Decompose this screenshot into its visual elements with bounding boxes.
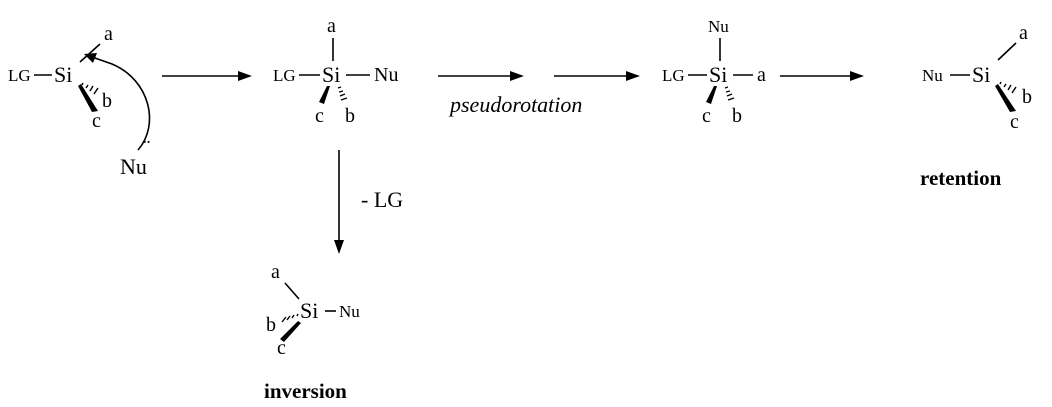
reactant-si-label: Si — [54, 62, 72, 87]
retention-hashed-bond-b — [999, 81, 1017, 94]
inversion-wedge-bond-c — [280, 321, 301, 342]
retention-caption: retention — [920, 166, 1002, 190]
intermediate-1-a-label: a — [327, 15, 336, 37]
inversion-si-label: Si — [300, 298, 318, 323]
inversion-a-label: a — [271, 261, 280, 283]
intermediate-2-c-label: c — [702, 105, 711, 127]
intermediate-1-molecule: LG Si Nu a c b — [273, 15, 398, 127]
nucleophile-label: Nu — [120, 154, 147, 179]
intermediate-2-molecule: LG Si a Nu c b — [662, 17, 766, 127]
intermediate-2-lg-label: LG — [662, 66, 685, 85]
intermediate-2-hashed-bond-b — [724, 86, 735, 101]
arrow-to-inversion — [334, 150, 344, 254]
reactant-b-label: b — [102, 90, 112, 112]
arrow-reactant-to-intermediate — [162, 71, 252, 81]
inversion-hashed-bond-b — [281, 313, 299, 323]
intermediate-2-a-label: a — [757, 64, 766, 86]
attack-curved-arrow — [91, 56, 151, 151]
reactant-molecule: LG Si a b c Nu ¨ — [8, 23, 150, 179]
intermediate-1-lg-label: LG — [273, 66, 296, 85]
intermediate-2-b-label: b — [732, 105, 742, 127]
reactant-wedge-bond-c — [78, 84, 98, 112]
intermediate-2-si-label: Si — [709, 62, 727, 87]
inversion-nu-label: Nu — [339, 302, 360, 321]
pseudorotation-arrow-1 — [438, 71, 524, 81]
reactant-a-label: a — [104, 23, 113, 45]
intermediate-1-c-label: c — [315, 105, 324, 127]
inversion-product-molecule: a Si Nu b c inversion — [264, 261, 360, 403]
retention-product-molecule: Nu Si a b c retention — [920, 22, 1032, 190]
arrow-to-retention — [780, 71, 864, 81]
intermediate-1-si-label: Si — [322, 62, 340, 87]
retention-b-label: b — [1022, 86, 1032, 108]
reactant-c-label: c — [92, 110, 101, 132]
inversion-a-bond — [284, 282, 300, 300]
minus-lg-label: - LG — [361, 187, 403, 212]
reactant-hashed-bond-b — [81, 82, 99, 95]
pseudorotation-arrow-2 — [554, 71, 640, 81]
reactant-a-bond — [79, 43, 101, 63]
inversion-caption: inversion — [264, 379, 347, 403]
intermediate-1-wedge-bond-c — [319, 86, 330, 104]
retention-a-bond — [997, 42, 1017, 61]
intermediate-2-wedge-bond-c — [706, 86, 717, 104]
intermediate-2-nu-label: Nu — [708, 17, 729, 36]
intermediate-1-b-label: b — [345, 105, 355, 127]
retention-si-label: Si — [972, 62, 990, 87]
retention-nu-label: Nu — [922, 66, 943, 85]
inversion-c-label: c — [277, 337, 286, 359]
reactant-lg-label: LG — [8, 66, 31, 85]
attack-arrow-head — [84, 53, 97, 63]
pseudorotation-label: pseudorotation — [448, 92, 582, 117]
intermediate-1-hashed-bond-b — [337, 86, 348, 101]
intermediate-1-nu-label: Nu — [374, 64, 398, 86]
retention-c-label: c — [1010, 111, 1019, 133]
retention-a-label: a — [1019, 22, 1028, 44]
inversion-b-label: b — [266, 314, 276, 336]
retention-wedge-bond-c — [995, 84, 1016, 112]
nucleophile-lone-pair: ¨ — [143, 135, 150, 160]
